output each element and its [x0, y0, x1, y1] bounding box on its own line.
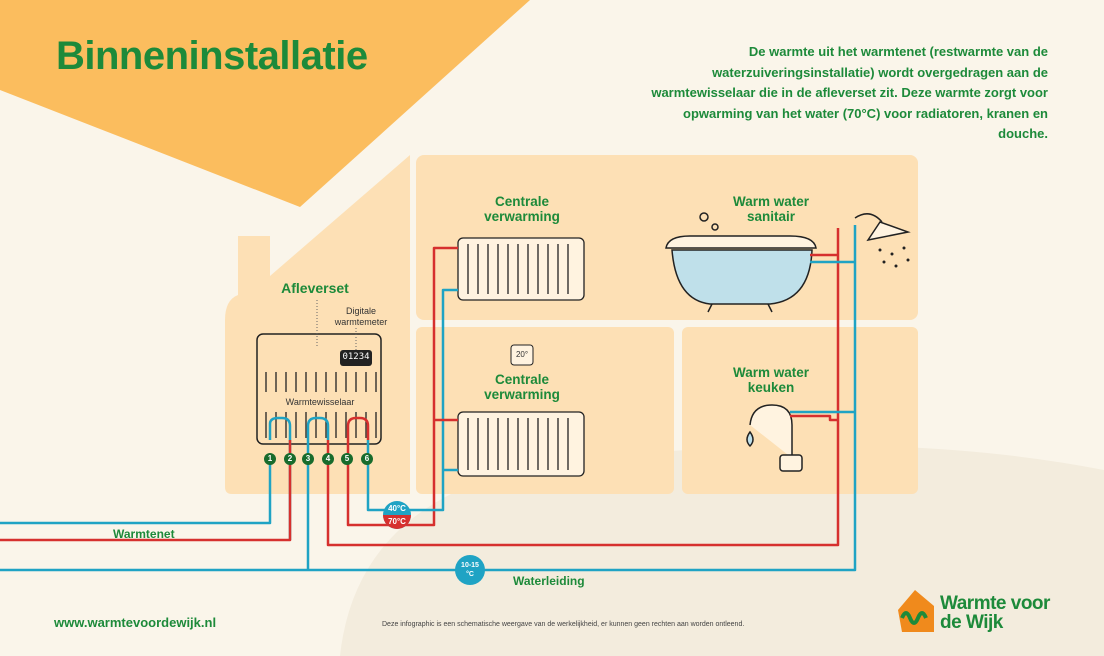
bathtub-icon — [665, 212, 817, 313]
connection-5: 5 — [341, 453, 353, 465]
room-bottom-right — [682, 327, 918, 494]
connection-1: 1 — [264, 453, 276, 465]
keuken-label: Warm water keuken — [732, 365, 810, 395]
water-main-pipe — [0, 225, 857, 572]
connection-6: 6 — [361, 453, 373, 465]
heat-net-supply-pipe — [0, 416, 292, 540]
kitchen-tap-icon — [746, 404, 803, 472]
cv-supply-pipe — [346, 246, 458, 527]
thermostat-icon — [510, 344, 534, 366]
thermostat-value: 20° — [515, 350, 529, 359]
disclaimer: Deze infographic is een schematische wee… — [382, 621, 745, 628]
logo-text: Warmte voor de Wijk — [940, 593, 1050, 633]
orange-banner — [0, 0, 530, 207]
sanitair-label: Warm water sanitair — [732, 194, 810, 224]
logo-icon — [898, 590, 934, 632]
meter-value: 01234 — [342, 352, 370, 362]
connection-2: 2 — [284, 453, 296, 465]
heat-net-label: Warmtenet — [113, 527, 175, 541]
page-title: Binneninstallatie — [56, 34, 368, 78]
warmtemeter-display — [340, 350, 372, 366]
connection-4: 4 — [322, 453, 334, 465]
connection-3: 3 — [302, 453, 314, 465]
cv-bottom-label: Centrale verwarming — [484, 372, 560, 402]
water-main-label: Waterleiding — [513, 574, 585, 588]
website-link[interactable]: www.warmtevoordewijk.nl — [54, 615, 217, 630]
shower-icon — [854, 213, 911, 268]
intro-text: De warmte uit het warmtenet (restwarmte … — [651, 44, 1048, 141]
temp-tap: 10-15 °C — [461, 562, 479, 578]
temp-return: 40°C — [388, 504, 406, 513]
exchanger-label: Warmtewisselaar — [285, 397, 355, 407]
radiator-bottom — [457, 411, 585, 477]
afleverset-label: Afleverset — [281, 280, 349, 296]
meter-label: Digitale warmtemeter — [334, 306, 388, 327]
heat-net-return-pipe — [0, 440, 292, 542]
hot-water-pipe — [326, 228, 840, 547]
cv-top-label: Centrale verwarming — [484, 194, 560, 224]
cv-return-pipe — [366, 288, 458, 512]
temp-supply: 70°C — [388, 517, 406, 526]
radiator-top — [457, 237, 585, 301]
heat-exchanger — [256, 333, 382, 445]
